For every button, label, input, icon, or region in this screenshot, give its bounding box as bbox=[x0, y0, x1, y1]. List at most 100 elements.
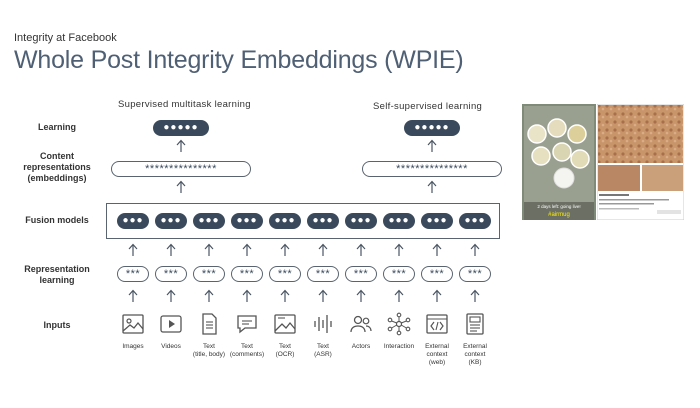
row-label-learning: Learning bbox=[37, 122, 76, 132]
row-label-representation-line: learning bbox=[39, 275, 75, 285]
input-label: Text(title, body) bbox=[181, 343, 237, 359]
input-label-line: Images bbox=[122, 343, 144, 350]
arrow-up-icon bbox=[128, 243, 138, 256]
arrow-up-icon bbox=[176, 139, 186, 152]
representation-pill: *** bbox=[193, 266, 225, 282]
fusion-model-pill: ●●● bbox=[155, 213, 187, 229]
input-label-line: context bbox=[464, 351, 486, 358]
knowledge-base-icon bbox=[466, 313, 484, 335]
video-caption-line: 2 days left: going live! bbox=[537, 204, 580, 209]
representation-pill: *** bbox=[269, 266, 301, 282]
row-label-content-line: representations bbox=[23, 162, 91, 172]
row-label-fusion: Fusion models bbox=[25, 215, 89, 225]
fusion-model-pill: ●●● bbox=[345, 213, 377, 229]
input-label-line: Text bbox=[241, 343, 253, 350]
input-label: Text(ASR) bbox=[295, 343, 351, 359]
people-icon bbox=[350, 315, 372, 333]
slide-kicker: Integrity at Facebook bbox=[14, 32, 117, 44]
fusion-model-pill: ●●● bbox=[117, 213, 149, 229]
slide-title: Whole Post Integrity Embeddings (WPIE) bbox=[14, 46, 464, 74]
fusion-model-pill: ●●● bbox=[459, 213, 491, 229]
arrow-up-icon bbox=[242, 243, 252, 256]
web-code-icon bbox=[426, 314, 448, 334]
representation-pill: *** bbox=[421, 266, 453, 282]
representation-pill: *** bbox=[155, 266, 187, 282]
arrow-up-icon bbox=[176, 180, 186, 193]
row-label-representation-line: Representation bbox=[24, 264, 90, 274]
row-label-content-line: Content bbox=[40, 151, 74, 161]
arrow-up-icon bbox=[280, 243, 290, 256]
arrow-up-icon bbox=[470, 289, 480, 302]
fusion-model-pill: ●●● bbox=[269, 213, 301, 229]
row-label-content-line: (embeddings) bbox=[27, 173, 87, 183]
arrow-up-icon bbox=[318, 289, 328, 302]
arrow-up-icon bbox=[166, 289, 176, 302]
arrow-up-icon bbox=[166, 243, 176, 256]
fusion-model-pill: ●●● bbox=[421, 213, 453, 229]
arrow-up-icon bbox=[242, 289, 252, 302]
input-label-line: (KB) bbox=[468, 359, 482, 366]
fusion-model-pill: ●●● bbox=[383, 213, 415, 229]
comment-icon bbox=[237, 315, 257, 334]
row-label-content-representations: Content representations (embeddings) bbox=[7, 151, 107, 184]
arrow-up-icon bbox=[318, 243, 328, 256]
arrow-up-icon bbox=[427, 139, 437, 152]
input-label-line: (web) bbox=[428, 359, 446, 366]
input-label-line: External bbox=[463, 343, 487, 350]
representation-pill: *** bbox=[345, 266, 377, 282]
input-label-line: Text bbox=[203, 343, 215, 350]
representation-pill: *** bbox=[383, 266, 415, 282]
arrow-up-icon bbox=[280, 289, 290, 302]
arrow-up-icon bbox=[356, 243, 366, 256]
input-label-line: Interaction bbox=[383, 343, 415, 350]
video-caption-hashtag: #airmug bbox=[548, 212, 570, 218]
input-label-line: (comments) bbox=[229, 351, 265, 358]
arrow-up-icon bbox=[204, 243, 214, 256]
self-supervised-learning-pill: ●●●●● bbox=[404, 120, 460, 136]
heading-self-supervised: Self-supervised learning bbox=[373, 101, 483, 112]
fusion-model-pill: ●●● bbox=[193, 213, 225, 229]
fusion-model-pill: ●●● bbox=[307, 213, 339, 229]
representation-pill: *** bbox=[231, 266, 263, 282]
self-supervised-embedding-pill: *************** bbox=[362, 161, 502, 177]
input-label-line: External bbox=[425, 343, 449, 350]
input-label-line: context bbox=[426, 351, 448, 358]
input-label: Images bbox=[105, 343, 161, 351]
input-label-line: Text bbox=[279, 343, 291, 350]
input-label: Text(comments) bbox=[219, 343, 275, 359]
representation-pill: *** bbox=[307, 266, 339, 282]
representation-pill: *** bbox=[117, 266, 149, 282]
fusion-model-pill: ●●● bbox=[231, 213, 263, 229]
input-label: Actors bbox=[333, 343, 389, 351]
heading-supervised: Supervised multitask learning bbox=[118, 99, 251, 110]
input-label-line: Actors bbox=[351, 343, 371, 350]
arrow-up-icon bbox=[432, 243, 442, 256]
row-label-inputs: Inputs bbox=[43, 320, 71, 330]
arrow-up-icon bbox=[470, 243, 480, 256]
network-icon bbox=[387, 312, 411, 336]
arrow-up-icon bbox=[427, 180, 437, 193]
representation-pill: *** bbox=[459, 266, 491, 282]
input-label-line: (ASR) bbox=[314, 351, 332, 358]
supervised-embedding-pill: *************** bbox=[111, 161, 251, 177]
input-label: Interaction bbox=[371, 343, 427, 351]
arrow-up-icon bbox=[128, 289, 138, 302]
example-post-food-photo bbox=[597, 104, 684, 220]
input-label: Text(OCR) bbox=[257, 343, 313, 359]
input-label-line: Text bbox=[317, 343, 329, 350]
arrow-up-icon bbox=[356, 289, 366, 302]
row-label-representation-learning: Representation learning bbox=[7, 264, 107, 286]
input-label-line: (OCR) bbox=[275, 351, 295, 358]
arrow-up-icon bbox=[432, 289, 442, 302]
input-label-line: Videos bbox=[161, 343, 181, 350]
arrow-up-icon bbox=[394, 289, 404, 302]
arrow-up-icon bbox=[394, 243, 404, 256]
input-label-line: (title, body) bbox=[192, 351, 226, 358]
ocr-image-icon bbox=[274, 314, 296, 334]
image-icon bbox=[122, 314, 144, 334]
audio-wave-icon bbox=[314, 315, 332, 333]
supervised-learning-pill: ●●●●● bbox=[153, 120, 209, 136]
example-post-video-thumbnail: 2 days left: going live! #airmug bbox=[522, 104, 596, 220]
